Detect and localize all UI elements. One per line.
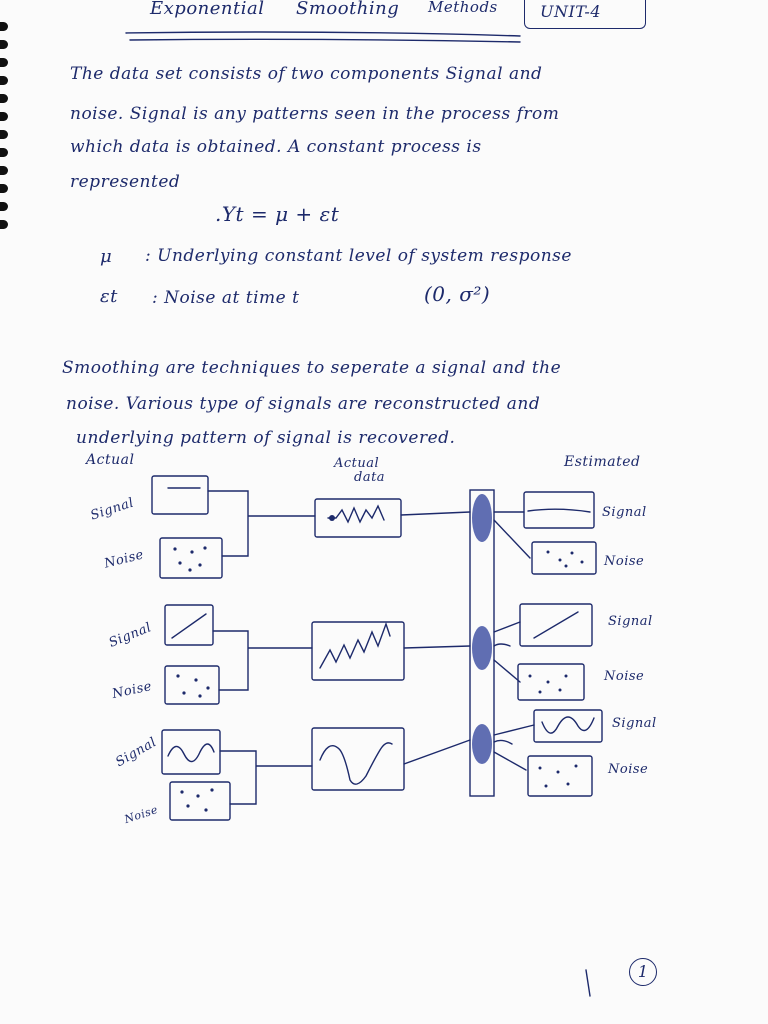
row3-est-signal-label: Signal	[612, 716, 657, 731]
row3-noise-box	[169, 781, 231, 821]
title-methods: Methods	[428, 0, 498, 16]
label-estimated: Estimated	[564, 454, 641, 470]
row1-noise-dots	[173, 546, 207, 572]
row3-est-noise-label: Noise	[608, 762, 649, 777]
def2-text: : Noise at time t	[152, 288, 300, 308]
row2-est-signal-label: Signal	[608, 614, 653, 629]
row3-est-noise-dots	[538, 764, 578, 788]
def2-distribution: (0, σ²)	[424, 282, 491, 306]
title-smoothing: Smoothing	[296, 0, 400, 19]
row2-signal-curve	[171, 613, 207, 639]
label-actual-data-bottom: data	[354, 470, 386, 485]
label-actual: Actual	[86, 452, 135, 468]
row1-actual-dot	[329, 515, 335, 521]
row1-noise-box	[159, 537, 223, 579]
label-actual-data-top: Actual	[334, 456, 380, 471]
row1-connector	[207, 490, 316, 557]
row3-est-signal-curve	[541, 716, 595, 734]
paragraph1-line2: noise. Signal is any patterns seen in th…	[70, 104, 560, 124]
row2-est-noise-box	[517, 663, 585, 701]
filter-small-marks	[493, 643, 513, 745]
row3-connector	[219, 750, 313, 805]
row3-actual-curve	[319, 742, 393, 785]
row2-signal-box	[164, 604, 214, 646]
title-underline-2	[129, 38, 521, 43]
row2-est-connectors	[493, 621, 521, 683]
actual-to-filter-lines	[400, 511, 471, 765]
paragraph1-line1: The data set consists of two components …	[70, 64, 543, 84]
paragraph1-line4: represented	[70, 172, 181, 192]
row2-est-signal-curve	[533, 611, 579, 639]
page-number: 1	[629, 958, 657, 986]
row3-est-noise-box	[527, 755, 593, 797]
paragraph2-line1: Smoothing are techniques to seperate a s…	[62, 358, 562, 378]
def1-text: : Underlying constant level of system re…	[145, 246, 572, 266]
unit-label: UNIT-4	[540, 2, 601, 21]
row1-est-connectors	[493, 511, 531, 559]
row3-noise-dots	[180, 788, 214, 812]
row2-est-noise-dots	[528, 674, 568, 694]
row3-actual-box	[311, 727, 405, 791]
title-exponential: Exponential	[150, 0, 265, 19]
row3-signal-box	[161, 729, 221, 775]
row2-est-noise-label: Noise	[604, 669, 645, 684]
unit-box	[524, 0, 646, 29]
row2-connector	[212, 630, 313, 691]
footer-mark: 1	[578, 972, 579, 973]
row1-est-signal-curve	[527, 508, 591, 513]
filter-blob-1	[472, 494, 492, 542]
footer-tick	[585, 969, 591, 997]
filter-blob-3	[472, 724, 492, 764]
paragraph2-line3: underlying pattern of signal is recovere…	[76, 428, 456, 448]
row3-est-signal-box	[533, 709, 603, 743]
smoothing-filter-column	[469, 489, 495, 797]
row2-noise-box	[164, 665, 220, 705]
paragraph1-line3: which data is obtained. A constant proce…	[70, 137, 482, 157]
row1-est-signal-label: Signal	[602, 505, 647, 520]
row1-est-noise-box	[531, 541, 597, 575]
equation-main: .Yt = μ + εt	[215, 202, 340, 226]
row1-est-noise-dots	[546, 550, 584, 568]
paragraph2-line2: noise. Various type of signals are recon…	[66, 394, 541, 414]
filter-blob-2	[472, 626, 492, 670]
def2-symbol: εt	[100, 286, 118, 307]
row1-est-signal-box	[523, 491, 595, 529]
row1-actual-box	[314, 498, 402, 538]
row3-signal-curve	[167, 743, 215, 763]
def1-symbol: μ	[100, 246, 113, 267]
row1-est-noise-label: Noise	[604, 554, 645, 569]
row2-est-signal-box	[519, 603, 593, 647]
row1-actual-curve	[327, 504, 385, 524]
title-underline-1	[125, 31, 521, 37]
row3-est-connectors	[493, 724, 535, 771]
row1-signal-box	[151, 475, 209, 515]
row2-actual-box	[311, 621, 405, 681]
row2-actual-curve	[319, 621, 391, 669]
row2-noise-dots	[176, 674, 210, 698]
